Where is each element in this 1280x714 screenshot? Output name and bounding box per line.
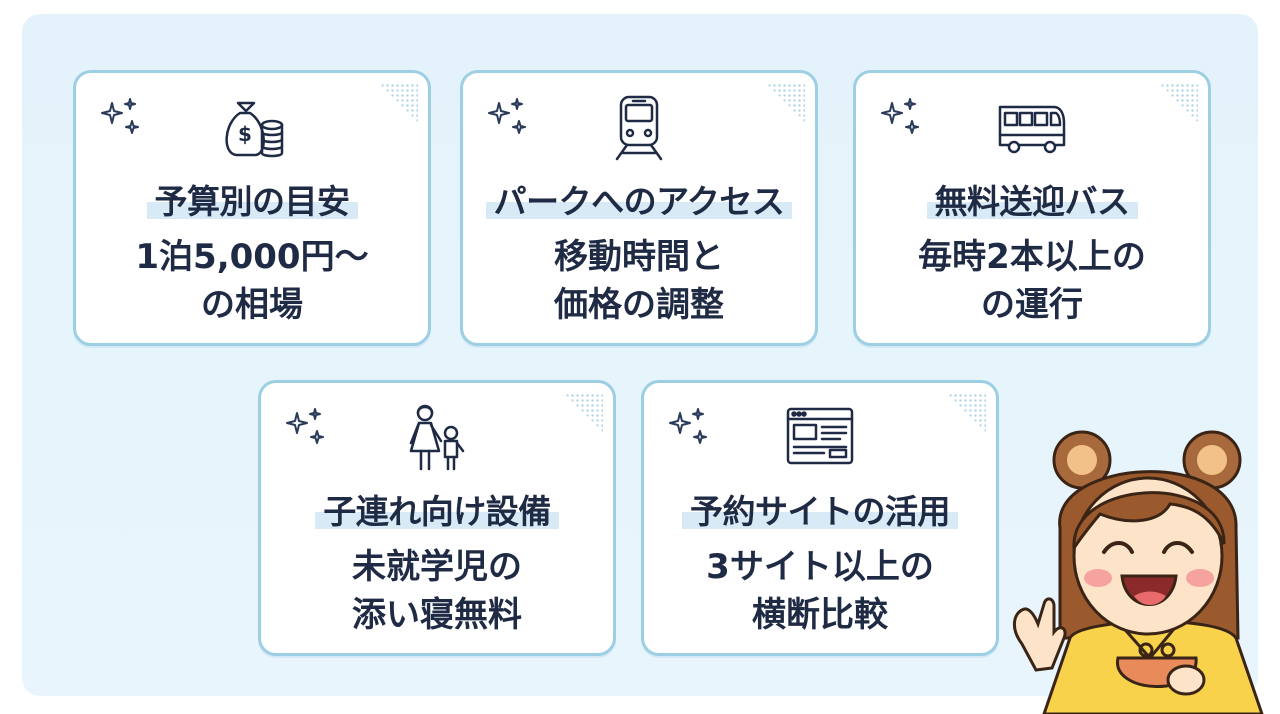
card-line-1: 毎時2本以上の	[918, 237, 1146, 277]
card-shuttle-bus: 無料送迎バス 毎時2本以上の の運行	[853, 70, 1211, 346]
card-line-1: 移動時間と	[554, 237, 724, 277]
sparkle-icon	[488, 98, 526, 134]
card-line-1: 未就学児の	[352, 547, 522, 587]
sparkle-icon	[101, 98, 139, 134]
card-line-2: 価格の調整	[554, 285, 724, 325]
card-access: パークへのアクセス 移動時間と 価格の調整	[460, 70, 818, 346]
card-title: パークへのアクセス	[485, 175, 793, 223]
card-title: 子連れ向け設備	[315, 485, 559, 533]
dot-pattern	[555, 393, 603, 441]
card-title: 予約サイトの活用	[682, 485, 958, 533]
train-icon	[615, 95, 663, 161]
card-line-2: 添い寝無料	[352, 595, 522, 635]
card-line-1: 3サイト以上の	[706, 547, 934, 587]
dot-pattern	[370, 83, 418, 131]
card-line-2: の相場	[201, 285, 303, 325]
card-booking-sites: 予約サイトの活用 3サイト以上の 横断比較	[641, 380, 999, 656]
dot-pattern	[1150, 83, 1198, 131]
card-family-facilities: 子連れ向け設備 未就学児の 添い寝無料	[258, 380, 616, 656]
card-title: 予算別の目安	[146, 175, 358, 223]
sparkle-icon	[286, 408, 324, 444]
card-budget: $ 予算別の目安 1泊5,000円〜 の相場	[73, 70, 431, 346]
card-title: 無料送迎バス	[926, 175, 1138, 223]
card-line-2: 横断比較	[752, 595, 888, 635]
sparkle-icon	[669, 408, 707, 444]
bus-icon	[998, 105, 1066, 154]
dot-pattern	[757, 83, 805, 131]
svg-text:$: $	[238, 122, 252, 146]
sparkle-icon	[881, 98, 919, 134]
card-line-2: の運行	[981, 285, 1083, 325]
girl-mascot-illustration	[1013, 430, 1264, 714]
money-bag-icon: $	[225, 101, 284, 158]
parent-child-icon	[409, 404, 465, 471]
dot-pattern	[938, 393, 986, 441]
card-line-1: 1泊5,000円〜	[135, 237, 369, 277]
website-icon	[786, 407, 854, 465]
